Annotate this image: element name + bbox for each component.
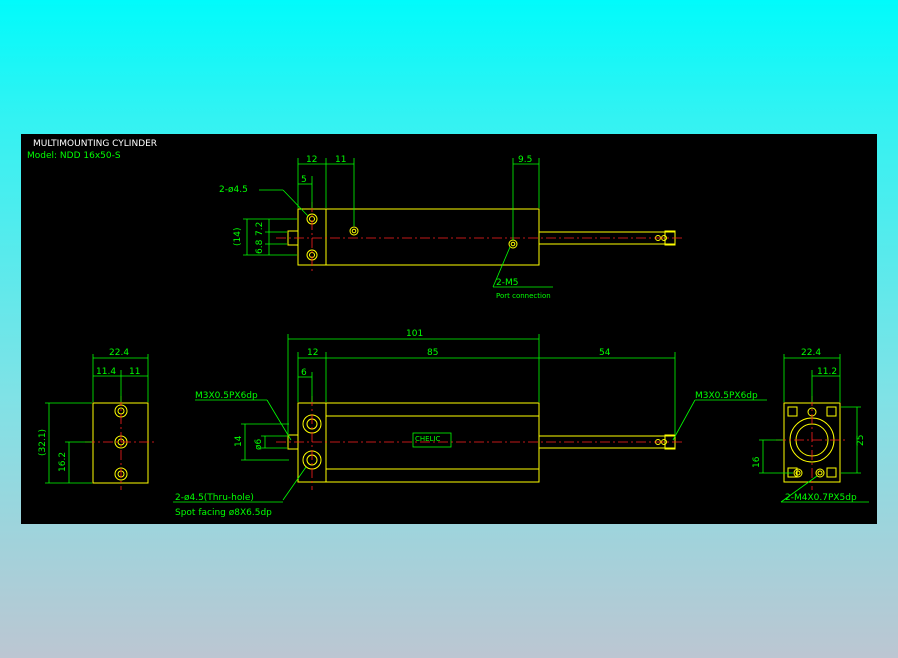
dim-top-12: 12 (306, 155, 317, 165)
dim-front-85: 85 (427, 348, 438, 358)
spot-facing-label: Spot facing ø8X6.5dp (175, 508, 272, 518)
dim-top-6-8: 6.8 (255, 239, 265, 254)
dim-left-22-4: 22.4 (109, 348, 129, 358)
dim-top-11: 11 (335, 155, 346, 165)
dim-left-16-2: 16.2 (58, 452, 68, 472)
front-view: CHELIC 101 12 85 54 6 14 ø6 M3X0.5PX6dp … (173, 329, 767, 518)
dim-top-5: 5 (301, 175, 307, 185)
drawing-canvas: MULTIMOUNTING CYLINDER Model: NDD 16x50-… (21, 134, 877, 524)
port-label: 2-M5 (496, 278, 518, 288)
dim-front-101: 101 (406, 329, 423, 339)
top-view: 12 11 5 9.5 2-ø4.5 (14) 6.8 7.2 2-M5 Por… (219, 155, 683, 300)
dim-top-9-5: 9.5 (518, 155, 532, 165)
hole-label-front: 2-ø4.5(Thru-hole) (175, 493, 254, 503)
left-end-view: 22.4 11.4 11 (32.1) 16.2 (38, 348, 156, 490)
dim-front-54: 54 (599, 348, 611, 358)
dim-right-25: 25 (856, 435, 866, 446)
dim-front-6: 6 (301, 368, 307, 378)
thread-label-left: M3X0.5PX6dp (195, 391, 258, 401)
dim-top-14: (14) (233, 228, 243, 246)
dim-left-11-4: 11.4 (96, 367, 116, 377)
thread-label-end: 2-M4X0.7PX5dp (785, 493, 857, 503)
hole-label-top: 2-ø4.5 (219, 185, 248, 195)
dim-left-11: 11 (129, 367, 140, 377)
right-end-view: 22.4 11.2 25 16 2-M4X0.7PX5dp (752, 348, 869, 503)
dim-front-phi6: ø6 (254, 438, 264, 450)
model-label: Model: NDD 16x50-S (27, 151, 121, 161)
port-note: Port connection (496, 292, 551, 300)
drawing-title: MULTIMOUNTING CYLINDER (33, 139, 157, 149)
dim-front-14: 14 (234, 435, 244, 447)
dim-top-7-2: 7.2 (255, 222, 265, 236)
dim-right-16: 16 (752, 456, 762, 468)
thread-label-right: M3X0.5PX6dp (695, 391, 758, 401)
brand-plate (412, 432, 452, 448)
dim-left-32-1: (32.1) (38, 429, 48, 456)
brand-label: CHELIC (415, 435, 441, 443)
dim-right-22-4: 22.4 (801, 348, 821, 358)
top-body (325, 208, 540, 266)
dim-front-12: 12 (307, 348, 318, 358)
left-end-block (92, 402, 149, 484)
dim-right-11-2: 11.2 (817, 367, 837, 377)
